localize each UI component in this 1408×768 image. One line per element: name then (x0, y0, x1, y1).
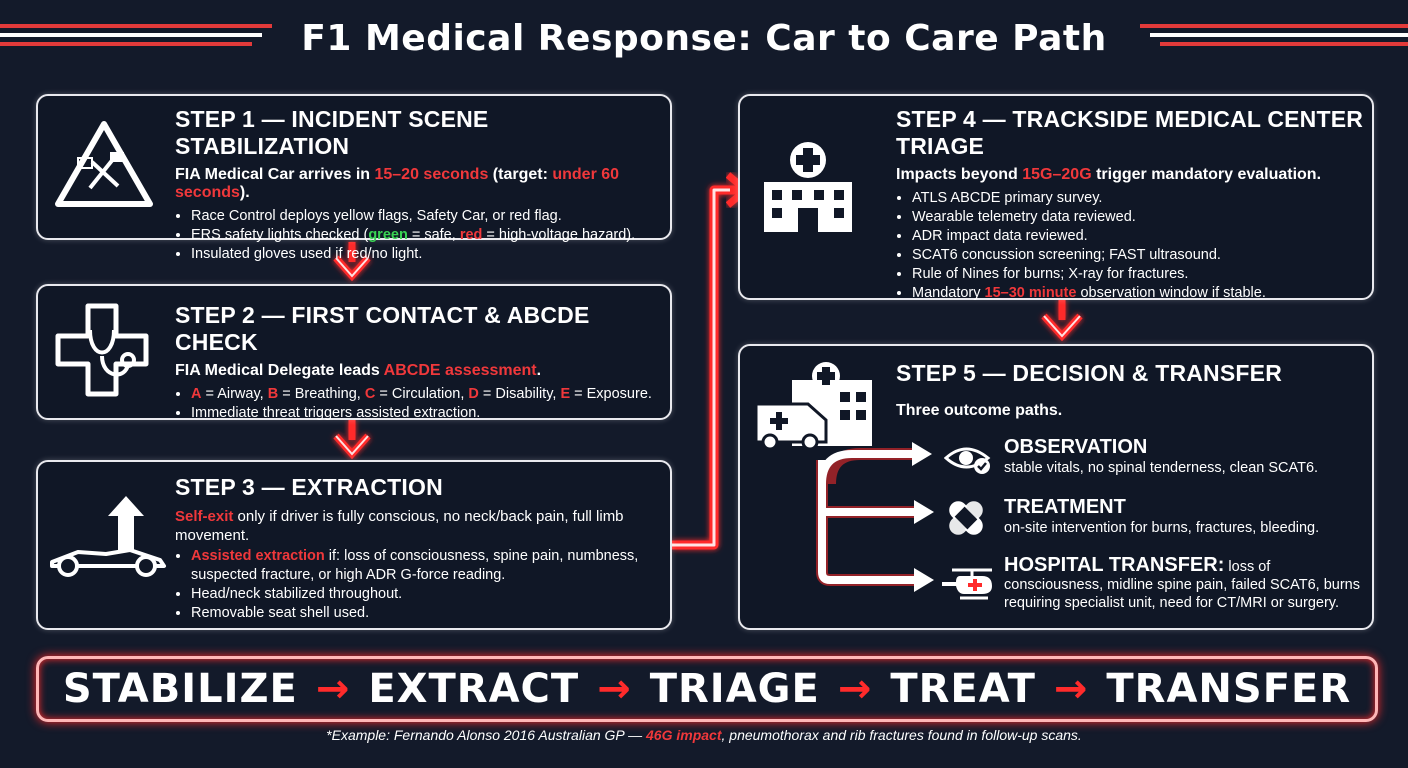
list-item: Race Control deploys yellow flags, Safet… (191, 207, 665, 226)
step-4-title: STEP 4 — TRACKSIDE MEDICAL CENTER TRIAGE (896, 106, 1364, 159)
list-item: Head/neck stabilized throughout. (191, 585, 660, 604)
step-4-content: STEP 4 — TRACKSIDE MEDICAL CENTER TRIAGE… (896, 106, 1366, 303)
list-item: ERS safety lights checked (green = safe,… (191, 226, 665, 245)
arrow-right-icon: → (597, 666, 632, 712)
list-item: SCAT6 concussion screening; FAST ultraso… (912, 246, 1366, 265)
step-5-lead: Three outcome paths. (896, 402, 1063, 419)
outcome-name: TREATMENT (1004, 496, 1126, 518)
list-item: ATLS ABCDE primary survey. (912, 189, 1366, 208)
helicopter-icon (938, 566, 996, 602)
summary-banner-text: STABILIZE → EXTRACT → TRIAGE → TREAT → T… (36, 656, 1378, 722)
step-1-list: Race Control deploys yellow flags, Safet… (175, 207, 665, 264)
medical-cross-stethoscope-icon (52, 300, 152, 400)
warning-flag-icon (52, 118, 156, 210)
summary-banner (36, 656, 1378, 722)
list-item: Removable seat shell used. (191, 604, 660, 623)
outcome-treatment: TREATMENT on-site intervention for burns… (1004, 496, 1364, 537)
page-title: F1 Medical Response: Car to Care Path (301, 18, 1107, 59)
footnote: *Example: Fernando Alonso 2016 Australia… (326, 727, 1082, 743)
list-item: Assisted extraction if: loss of consciou… (191, 547, 660, 585)
step-3-title: STEP 3 — EXTRACTION (175, 474, 443, 500)
list-item: Immediate threat triggers assisted extra… (191, 404, 665, 423)
outcome-hospital-transfer: HOSPITAL TRANSFER: loss of consciousness… (1004, 554, 1370, 612)
ambulance-hospital-icon (752, 360, 876, 450)
arrow-right-icon: → (837, 666, 873, 712)
banner-word: TRIAGE (649, 666, 820, 712)
hospital-icon (758, 138, 858, 234)
outcome-branch-arrows (816, 442, 934, 592)
step-1-lead: FIA Medical Car arrives in 15–20 seconds… (175, 166, 620, 201)
step-2-title: STEP 2 — FIRST CONTACT & ABCDE CHECK (175, 302, 590, 355)
list-item: A = Airway, B = Breathing, C = Circulati… (191, 385, 665, 404)
list-item: Wearable telemetry data reviewed. (912, 208, 1366, 227)
bandage-icon (942, 494, 990, 542)
banner-word: TRANSFER (1106, 666, 1352, 712)
car-exit-arrow-icon (48, 494, 170, 578)
outcome-observation: OBSERVATION stable vitals, no spinal ten… (1004, 436, 1364, 477)
step-2-lead: FIA Medical Delegate leads ABCDE assessm… (175, 362, 542, 379)
step-5-title: STEP 5 — DECISION & TRANSFER (896, 360, 1283, 386)
step-2-card (36, 284, 672, 420)
eye-check-icon (944, 440, 994, 476)
list-item: ADR impact data reviewed. (912, 227, 1366, 246)
step-2-list: A = Airway, B = Breathing, C = Circulati… (175, 385, 665, 423)
banner-word: EXTRACT (368, 666, 580, 712)
step-2-content: STEP 2 — FIRST CONTACT & ABCDE CHECK FIA… (175, 302, 665, 423)
step-4-list: ATLS ABCDE primary survey. Wearable tele… (896, 189, 1366, 303)
arrow-right-icon: → (315, 666, 351, 712)
step-1-content: STEP 1 — INCIDENT SCENE STABILIZATION FI… (175, 106, 665, 264)
list-item: Mandatory 15–30 minute observation windo… (912, 284, 1366, 303)
outcome-desc: loss of consciousness, midline spine pai… (1004, 559, 1360, 611)
banner-word: STABILIZE (62, 666, 298, 712)
header-stripes-left (0, 24, 272, 54)
list-item: Insulated gloves used if red/no light. (191, 245, 665, 264)
outcome-desc: on-site intervention for burns, fracture… (1004, 520, 1320, 536)
outcome-name: OBSERVATION (1004, 436, 1148, 458)
banner-word: TREAT (890, 666, 1036, 712)
step-3-content: STEP 3 — EXTRACTION Self-exit only if dr… (175, 474, 660, 623)
arrow-right-icon: → (1053, 666, 1089, 712)
step-3-list: Assisted extraction if: loss of consciou… (175, 547, 660, 623)
outcome-name: HOSPITAL TRANSFER: (1004, 554, 1225, 576)
step-3-lead: Self-exit only if driver is fully consci… (175, 508, 624, 544)
header-stripes-right (1140, 24, 1408, 54)
outcome-desc: stable vitals, no spinal tenderness, cle… (1004, 460, 1319, 476)
step-1-title: STEP 1 — INCIDENT SCENE STABILIZATION (175, 106, 489, 159)
step-3-card (36, 460, 672, 630)
step-1-card (36, 94, 672, 240)
step-4-lead: Impacts beyond 15G–20G trigger mandatory… (896, 166, 1322, 183)
list-item: Rule of Nines for burns; X-ray for fract… (912, 265, 1366, 284)
